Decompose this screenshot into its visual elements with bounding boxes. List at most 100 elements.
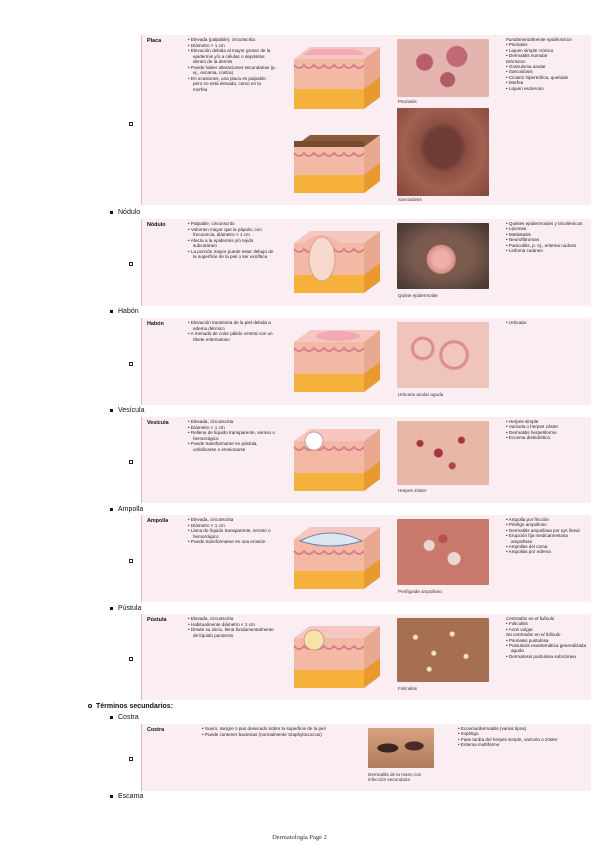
term-title: Nódulo [147,222,166,228]
example-item: Acné vulgar [506,627,588,632]
term-title: Vesícula [147,420,169,426]
desc-item: Afecta a la epidermis y/o tejido subcutá… [188,238,276,249]
checkbox-bullet [129,122,133,126]
nodule-illustration [293,231,380,293]
example-item: Ampollas por edema [506,549,588,554]
example-item: Erupción fija medicamentosa ampollosa [506,533,588,544]
desc-item: La porción mayor puede estar debajo de l… [188,249,276,260]
example-item: Impétigo [458,731,586,736]
example-item: Pénfigo ampolloso [506,522,588,527]
herpes-zoster-photo [397,421,489,485]
desc-item: Puede contener bacterias (normalmente St… [202,732,352,738]
example-item: Foliculitis [506,621,588,626]
bullous-pemphigoid-photo [397,519,489,585]
desc-item: Palpable, circunscrito [188,221,276,227]
checkbox-bullet [129,262,133,266]
term-description: Elevada, circunscrita Habitualmente diám… [188,616,276,638]
desc-item: Diámetro < 1 cm [188,425,276,431]
secondary-terms-heading: Términos secundarios: [88,703,173,710]
desc-item: En ocasiones, una placa es palpable, per… [188,76,276,93]
desc-item: Rellena de líquido transparente, seroso … [188,430,276,441]
example-heading: No centradas en el folículo [506,632,561,638]
desc-item: Puede transformarse en una erosión [188,539,276,545]
vesicula-row: Vesícula Elevada, circunscrita Diámetro … [141,417,591,503]
desc-item: Elevada (palpable), circunscrita [188,37,276,43]
desc-item: Elevada, circunscrita [188,517,276,523]
photo-caption: Penfigoide ampolloso [398,589,442,594]
placa-row: Placa Elevada (palpable), circunscrita D… [141,35,591,205]
photo-caption: Dermatitis de la mano con infección secu… [368,772,422,782]
pustula-row: Pústula Elevada, circunscrita Habitualme… [141,614,591,700]
example-item: Fase tardía del herpes simple, varicela … [458,737,586,742]
section-label: Nódulo [110,209,140,216]
photo-caption: Sarcoidosis [398,197,422,202]
desc-item: Elevada, circunscrita [188,419,276,425]
example-item: Liquen escleroso [506,86,588,91]
example-item: Psoriasis pustulosa [506,638,588,643]
photo-caption: Quiste epidermoide [398,293,438,298]
desc-item: Llena de líquido transparente, seroso o … [188,528,276,539]
desc-item: Puede haber alteraciones secundarias (p.… [188,65,276,76]
term-title: Placa [147,38,162,44]
example-item: Pustulosis exantemática generalizada agu… [506,643,588,654]
example-heading: Centradas en el folículo [506,616,555,621]
section-label: Vesícula [110,407,144,414]
term-description: Suero, sangre o pus desecado sobre la su… [202,726,352,737]
example-item: Metástasis [506,232,588,237]
desc-item: Elevada, circunscrita [188,616,276,622]
examples-list: Urticaria [506,320,588,325]
urticaria-photo [397,322,489,388]
example-item: Linfoma cutáneo [506,248,588,253]
example-heading: Dérmicos [506,58,526,64]
desc-item: Elevación transitoria de la piel debida … [188,320,276,331]
example-item: Dermatitis ampollosa por IgA lineal [506,528,588,533]
example-item: Ampolla por fricción [506,517,588,522]
photo-caption: Herpes zóster [398,488,427,493]
page-footer: Dermatología Page 2 [272,834,327,841]
example-item: Dermatitis herpetiforme [506,430,588,435]
desc-item: Volumen mayor que la pápula; con frecuen… [188,227,276,238]
checkbox-bullet [129,559,133,563]
example-item: Psoriasis [506,42,588,47]
example-item: Morfea [506,80,588,85]
desc-item: A menudo de color pálido central con un … [188,331,276,342]
term-description: Elevada (palpable), circunscrita Diámetr… [188,37,276,92]
example-item: Quistes epidermoides y tricolémicos [506,221,588,226]
vesicle-illustration [293,429,380,491]
term-description: Elevada, circunscrita Diámetro < 1 cm Re… [188,419,276,452]
example-item: Urticaria [506,320,588,325]
photo-caption: Psoriasis [398,99,417,104]
example-item: Paniculitis, p. ej., eritema nudoso [506,243,588,248]
costra-row: Costra Suero, sangre o pus desecado sobr… [141,724,591,791]
section-label: Pústula [110,605,141,612]
example-item: Herpes simple [506,419,588,424]
checkbox-bullet [129,757,133,761]
term-description: Elevación transitoria de la piel debida … [188,320,276,342]
example-item: Ampollas del coma [506,544,588,549]
epidermoid-cyst-photo [397,223,489,289]
pustule-illustration [293,626,380,688]
examples-list: Eccema/dermatitis (varios tipos) Impétig… [458,726,586,748]
term-title: Pústula [147,617,167,623]
checkbox-bullet [129,460,133,464]
example-item: Liquen simple crónico [506,48,588,53]
desc-item: Puede transformarse en pústula, umbilica… [188,441,276,452]
example-item: Cicatriz hipertrófica, queloide [506,75,588,80]
hand-dermatitis-photo [368,728,434,768]
examples-list: Herpes simple Varicela o herpes zóster D… [506,419,588,441]
examples-list: Ampolla por fricción Pénfigo ampolloso D… [506,517,588,555]
desc-item: Habitualmente diámetro < 1 cm [188,622,276,628]
example-item: Sarcoidosis [506,69,588,74]
desc-item: Desde su inicio, llena fundamentalmente … [188,627,276,638]
section-label: Ampolla [110,506,143,513]
examples-list: Quistes epidermoides y tricolémicos Lipo… [506,221,588,253]
term-description: Elevada, circunscrita Diámetro > 1 cm Ll… [188,517,276,545]
nodulo-row: Nódulo Palpable, circunscrito Volumen ma… [141,219,591,306]
example-heading: Fundamentalmente epidérmicos [506,37,572,42]
plaque-scale-illustration [293,135,380,193]
term-title: Ampolla [147,518,169,524]
sarcoidosis-photo [397,108,489,196]
example-item: Eccema/dermatitis (varios tipos) [458,726,586,731]
photo-caption: Urticaria anular aguda [398,392,444,397]
habon-row: Habón Elevación transitoria de la piel d… [141,318,591,405]
